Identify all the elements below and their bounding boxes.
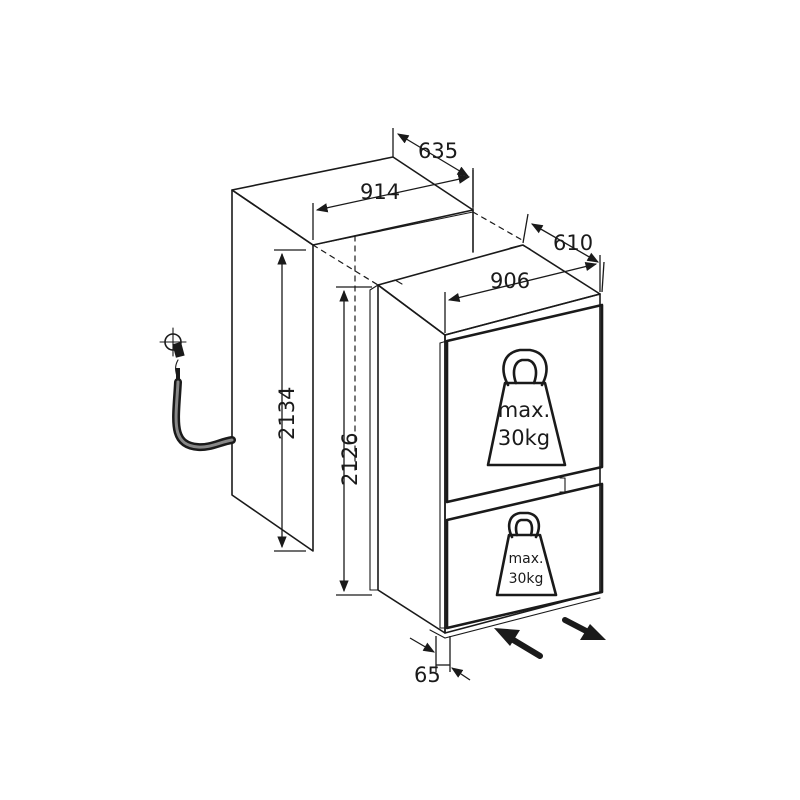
weight-icon-upper: max. 30kg (486, 348, 567, 467)
lower-load-line1: max. (509, 551, 544, 567)
dim-appliance-height-label: 2126 (338, 433, 362, 486)
dim-niche-height-label: 2134 (275, 387, 299, 440)
dim-appliance-depth-label: 610 (553, 231, 593, 255)
dim-niche-depth: 635 (392, 128, 474, 210)
dim-niche-width: 914 (312, 170, 474, 240)
dim-door-offset: 65 (409, 636, 471, 687)
upper-load-line2: 30kg (498, 426, 550, 450)
niche-cabinet (231, 156, 523, 552)
dim-door-offset-label: 65 (414, 663, 441, 687)
water-connection-icon (159, 327, 236, 452)
fridge-appliance (369, 244, 604, 639)
weight-icon-lower: max. 30kg (495, 511, 558, 597)
dim-niche-width-label: 914 (360, 180, 400, 204)
dim-appliance-height: 2126 (336, 286, 372, 596)
lower-load-line2: 30kg (509, 571, 544, 587)
airflow-out-arrow-icon (562, 617, 606, 640)
upper-load-line1: max. (498, 398, 550, 422)
dim-appliance-depth: 610 (522, 213, 605, 293)
airflow-in-arrow-icon (494, 628, 543, 659)
dim-appliance-width-label: 906 (490, 269, 530, 293)
dim-appliance-width: 906 (444, 255, 601, 333)
dim-niche-depth-label: 635 (418, 139, 458, 163)
dim-niche-height: 2134 (274, 249, 306, 552)
